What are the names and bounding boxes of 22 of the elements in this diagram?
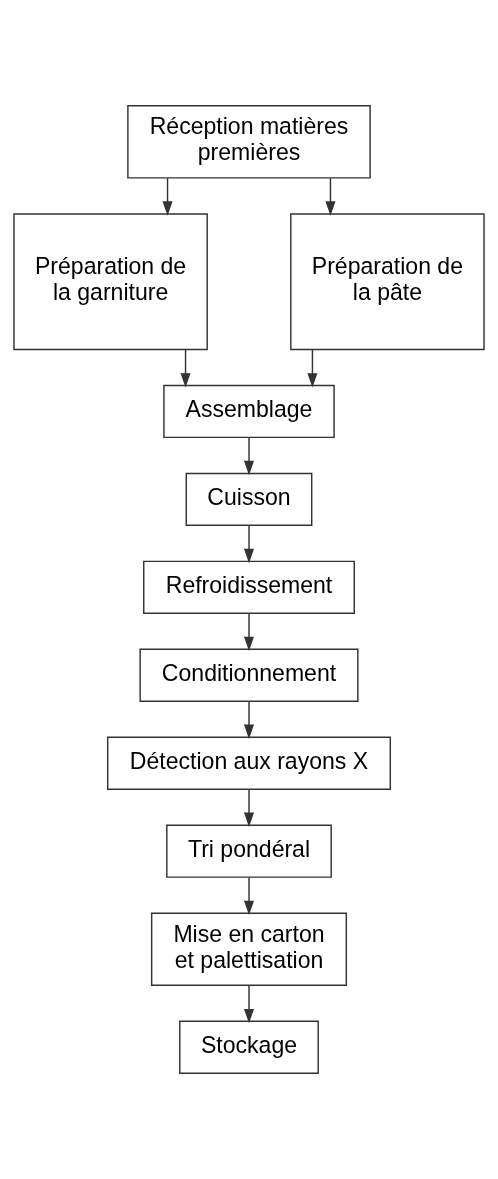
arrow [307, 348, 318, 388]
arrow [243, 613, 255, 652]
node-box: Conditionnement [139, 648, 359, 702]
node-box: Cuisson [185, 472, 313, 527]
node-box: Assemblage [163, 384, 335, 439]
arrow [243, 525, 255, 564]
arrow [243, 985, 255, 1024]
arrow [243, 876, 255, 916]
node-box: Détection aux rayons X [107, 736, 392, 790]
arrow [243, 788, 255, 827]
arrow [243, 700, 255, 740]
node-box: Réception matières premières [127, 105, 371, 179]
node-box: Tri pondéral [166, 824, 332, 878]
arrow [180, 348, 191, 388]
node-box: Mise en carton et palettisation [150, 912, 348, 986]
node-box: Préparation de la pâte [290, 213, 485, 351]
arrow [243, 437, 255, 476]
node-box: Préparation de la garniture [13, 213, 208, 351]
arrow [162, 177, 173, 216]
node-box: Stockage [179, 1020, 319, 1074]
node-box: Refroidissement [143, 560, 355, 614]
arrow [325, 177, 336, 216]
